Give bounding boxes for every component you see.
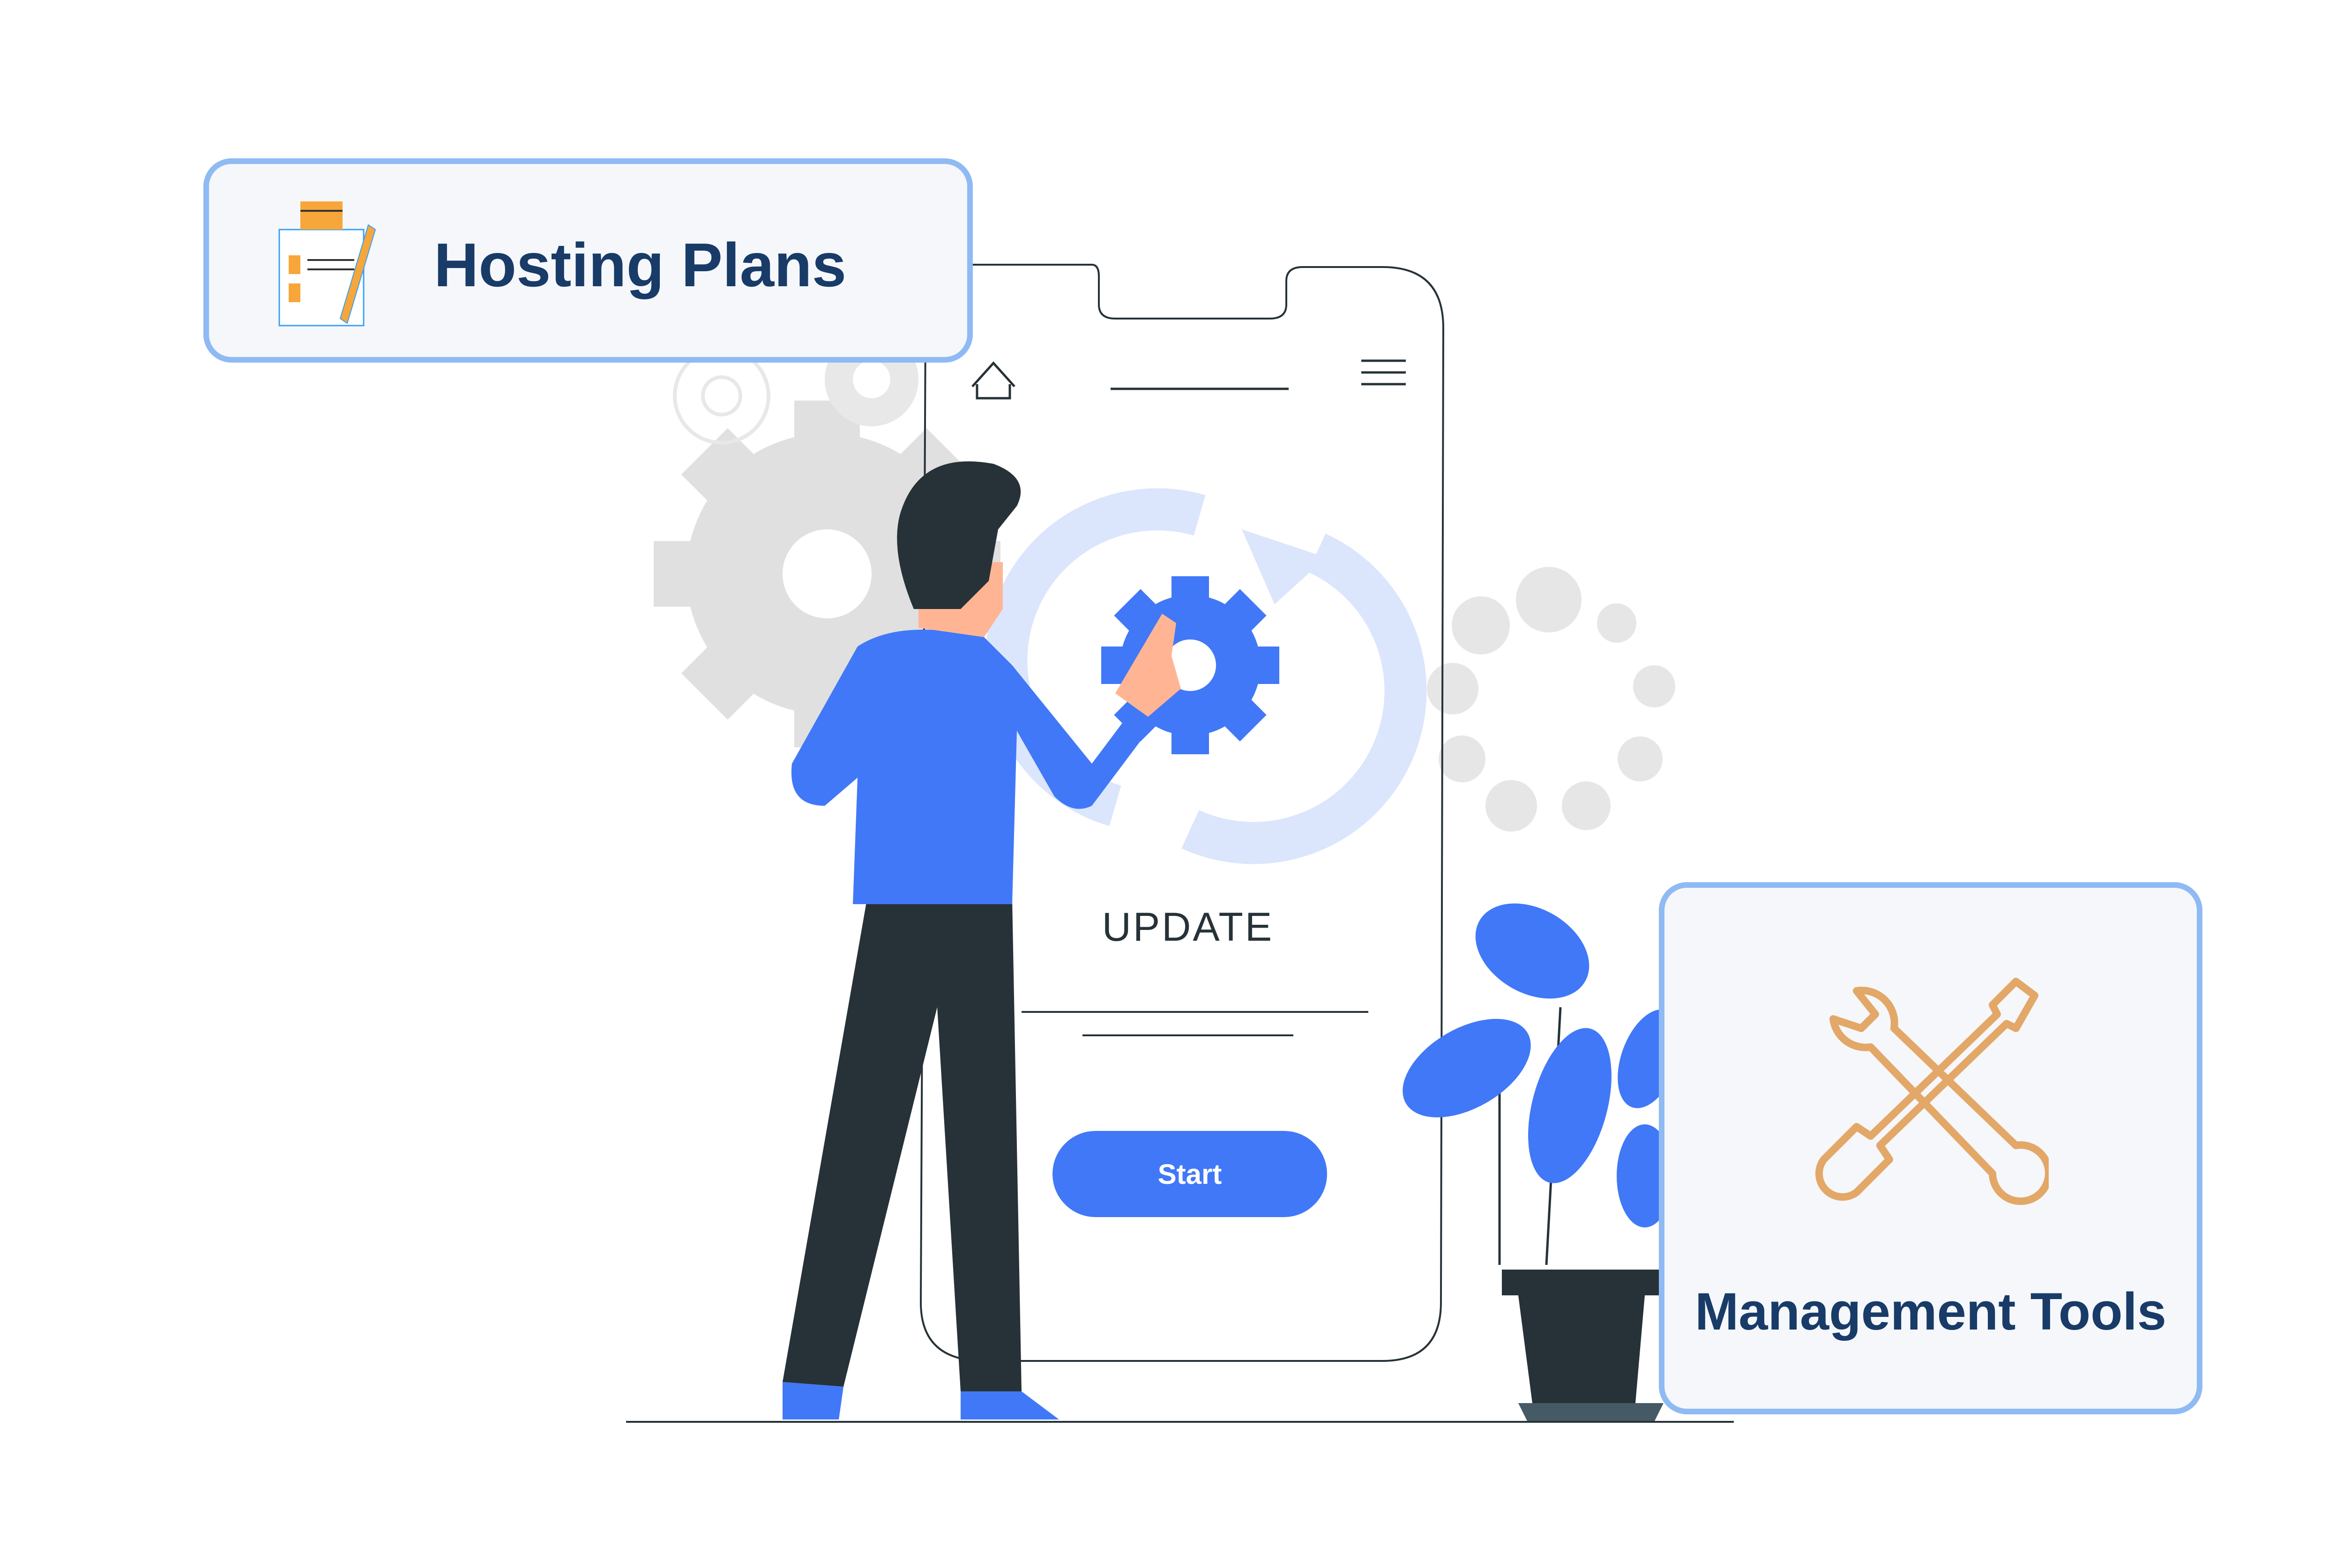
menu-icon <box>1361 359 1406 386</box>
plant-illustration <box>1403 903 1681 1422</box>
wrench-screwdriver-icon <box>1815 978 2049 1205</box>
loading-dots-icon <box>1427 567 1675 832</box>
home-icon <box>971 361 1015 400</box>
management-tools-title: Management Tools <box>1694 1282 2167 1341</box>
gear-icon-outline <box>673 347 770 445</box>
hosting-plans-card[interactable]: Hosting Plans <box>203 158 973 363</box>
clipboard-checklist-icon <box>278 201 376 327</box>
person-figure <box>783 461 1181 1419</box>
start-button[interactable]: Start <box>1052 1131 1327 1217</box>
management-tools-card[interactable]: Management Tools <box>1659 882 2202 1414</box>
hosting-plans-title: Hosting Plans <box>434 230 847 299</box>
update-label: UPDATE <box>1102 905 1274 950</box>
